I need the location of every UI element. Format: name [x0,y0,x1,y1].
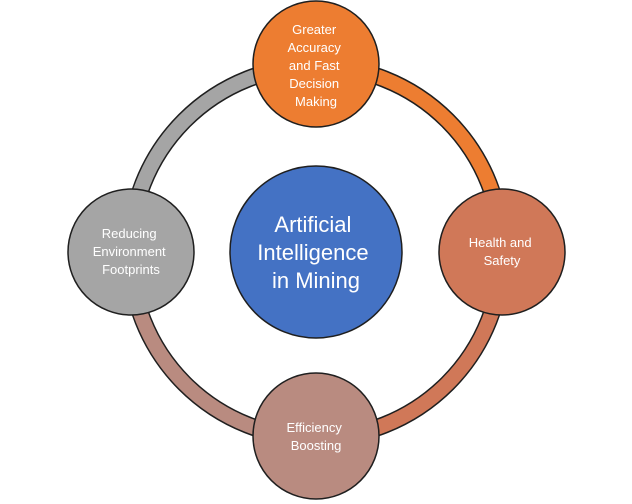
node-environment-line-1: Reducing [102,226,157,241]
center-label-line-3: in Mining [272,268,360,293]
center-label-line-2: Intelligence [257,240,368,265]
node-accuracy-line-3: and Fast [289,58,340,73]
node-health-label: Health and Safety [469,235,536,268]
node-efficiency-line-1: Efficiency [286,420,342,435]
node-environment-line-3: Footprints [102,262,160,277]
node-health-line-1: Health and [469,235,532,250]
node-efficiency-circle [252,372,380,500]
center-label: Artificial Intelligence in Mining [257,212,374,293]
node-accuracy-line-1: Greater [292,22,337,37]
node-efficiency-label: Efficiency Boosting [286,420,345,453]
node-health: Health and Safety [438,188,566,316]
node-accuracy-circle [252,0,380,128]
node-efficiency-line-2: Boosting [291,438,342,453]
node-accuracy-label: Greater Accuracy and Fast Decision Makin… [287,22,344,109]
node-efficiency: Efficiency Boosting [252,372,380,500]
center-circle [229,165,403,339]
node-environment-label: Reducing Environment Footprints [93,226,170,277]
node-environment: Reducing Environment Footprints [67,188,195,316]
node-accuracy: Greater Accuracy and Fast Decision Makin… [252,0,380,128]
center-label-line-1: Artificial [274,212,351,237]
node-environment-circle [67,188,195,316]
node-health-line-2: Safety [484,253,521,268]
node-accuracy-line-2: Accuracy [287,40,341,55]
node-accuracy-line-4: Decision [289,76,339,91]
node-environment-line-2: Environment [93,244,166,259]
center-node: Artificial Intelligence in Mining [229,165,403,339]
node-health-circle [438,188,566,316]
node-accuracy-line-5: Making [295,94,337,109]
